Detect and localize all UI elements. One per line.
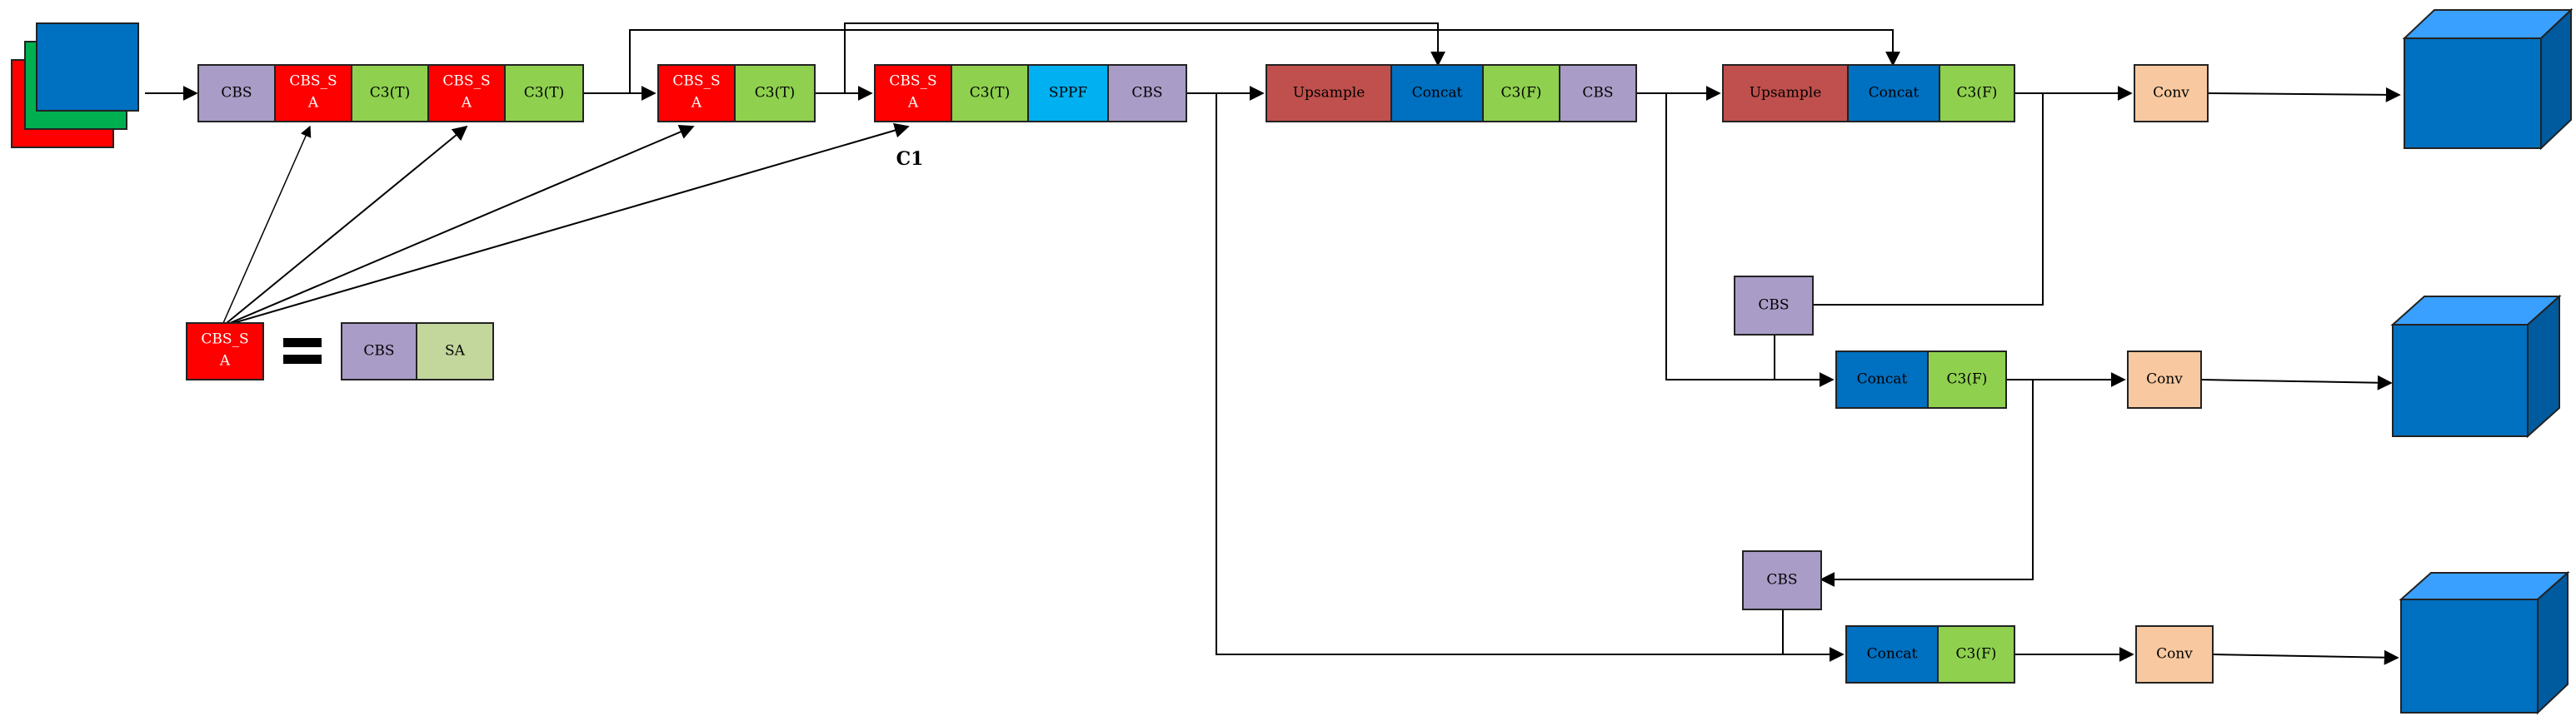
wire-c3f-mid-cbs-low <box>1820 380 2034 587</box>
cbs-sa-block-4: CBS_S A <box>874 64 952 122</box>
concat-block-mid: Concat <box>1835 351 1929 409</box>
c3t-label: C3(T) <box>970 85 1010 102</box>
c3t-block-2: C3(T) <box>504 64 584 122</box>
cbs-block-1: CBS <box>197 64 276 122</box>
legend-cbs-sa-block: CBS_S A <box>186 322 264 380</box>
upsample-label: Upsample <box>1293 85 1365 102</box>
concat-label: Concat <box>1857 371 1908 388</box>
cbs-label: CBS <box>1582 85 1613 102</box>
input-layer-blue <box>36 22 139 112</box>
wire-conv3-out3 <box>2212 649 2399 665</box>
cbs-sa-label-line1: CBS_S <box>201 331 248 348</box>
cbs-sa-label-line1: CBS_S <box>442 73 490 90</box>
cbs-block-mid: CBS <box>1734 276 1814 336</box>
output-cube-3-icon <box>2399 570 2570 715</box>
legend-cbs-block: CBS <box>341 322 417 380</box>
conv-block-mid: Conv <box>2127 351 2202 409</box>
conv-label: Conv <box>2156 646 2193 663</box>
cbs-sa-label-line2: A <box>219 353 231 370</box>
cbs-sa-label-line1: CBS_S <box>672 73 720 90</box>
c3f-block-1: C3(F) <box>1482 64 1560 122</box>
cbs-sa-label-line2: A <box>307 95 319 112</box>
concat-label: Concat <box>1412 85 1463 102</box>
input-layers-icon <box>11 22 139 148</box>
cbs-block-2: CBS <box>1107 64 1187 122</box>
upsample-block-1: Upsample <box>1266 64 1392 122</box>
wire-sa-to-cbssa2 <box>226 125 468 324</box>
c3t-block-3: C3(T) <box>734 64 816 122</box>
c3f-label: C3(F) <box>1947 371 1988 388</box>
c3t-block-1: C3(T) <box>351 64 429 122</box>
cbs-sa-label-line2: A <box>461 95 472 112</box>
wire-sppf-concat-low <box>1216 93 1845 662</box>
cbs-sa-label-line2: A <box>691 95 702 112</box>
cbs-sa-block-3: CBS_S A <box>657 64 736 122</box>
c3f-block-2: C3(F) <box>1939 64 2015 122</box>
wire-sa-to-cbssa3 <box>229 125 695 324</box>
cbs-label: CBS <box>1131 85 1162 102</box>
conv-block-low: Conv <box>2135 625 2214 684</box>
c1-label: C1 <box>896 148 924 170</box>
upsample-label: Upsample <box>1750 85 1822 102</box>
c3f-label: C3(F) <box>1957 85 1998 102</box>
output-cube-2-icon <box>2390 294 2562 439</box>
cbs-sa-block-2: CBS_S A <box>427 64 506 122</box>
upsample-block-2: Upsample <box>1722 64 1849 122</box>
wire-skip-concat1 <box>844 22 1445 93</box>
c3t-block-4: C3(T) <box>951 64 1029 122</box>
cbs-label: CBS <box>1766 572 1797 589</box>
sppf-label: SPPF <box>1049 85 1088 102</box>
wire-skip-concat2 <box>629 29 1900 93</box>
cbs-sa-label-line1: CBS_S <box>889 73 936 90</box>
c3f-label: C3(F) <box>1956 646 1997 663</box>
output-cube-1-icon <box>2402 7 2574 151</box>
conv-label: Conv <box>2146 371 2183 388</box>
c3t-label: C3(T) <box>370 85 410 102</box>
concat-label: Concat <box>1869 85 1920 102</box>
cbs-label: CBS <box>363 343 394 360</box>
c3t-label: C3(T) <box>755 85 795 102</box>
cbs-block-3: CBS <box>1559 64 1637 122</box>
cbs-sa-block-1: CBS_S A <box>274 64 352 122</box>
sppf-block: SPPF <box>1027 64 1109 122</box>
connection-lines <box>145 22 2401 665</box>
wire-sa-to-cbssa4 <box>232 122 910 324</box>
wire-c3f-cbs-mid <box>1781 93 2044 312</box>
wire-sa-to-cbssa1 <box>222 125 312 324</box>
cbs-label: CBS <box>221 85 252 102</box>
sa-label: SA <box>445 343 466 360</box>
legend-sa-block: SA <box>416 322 494 380</box>
c3f-block-low: C3(F) <box>1937 625 2015 684</box>
concat-block-1: Concat <box>1390 64 1484 122</box>
concat-block-low: Concat <box>1845 625 1939 684</box>
cbs-label: CBS <box>1758 297 1789 314</box>
wire-cbs-concat-mid <box>1665 93 1835 387</box>
equals-sign-icon <box>283 338 322 364</box>
cbs-sa-label-line1: CBS_S <box>289 73 337 90</box>
conv-block-1: Conv <box>2134 64 2209 122</box>
c3f-label: C3(F) <box>1501 85 1542 102</box>
cbs-sa-label-line2: A <box>907 95 919 112</box>
c3f-block-mid: C3(F) <box>1927 351 2007 409</box>
concat-block-2: Concat <box>1847 64 1940 122</box>
wire-conv2-out2 <box>2200 375 2393 390</box>
wire-conv1-out1 <box>2207 87 2401 102</box>
c3t-label: C3(T) <box>524 85 564 102</box>
conv-label: Conv <box>2153 85 2189 102</box>
cbs-block-low: CBS <box>1742 550 1822 610</box>
concat-label: Concat <box>1867 646 1918 663</box>
